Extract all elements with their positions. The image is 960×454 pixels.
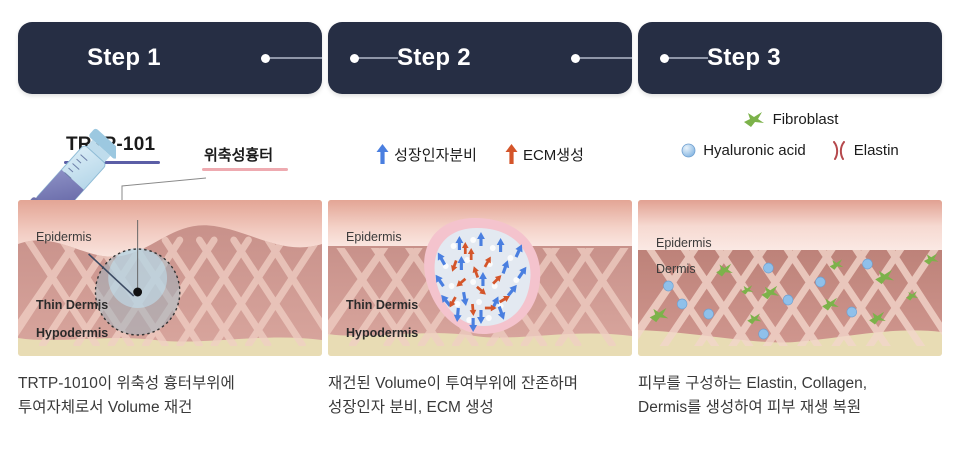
connector-dot-2-right: [571, 53, 580, 63]
connector-line-2-left: [354, 57, 398, 59]
legend-item-fibroblast: Fibroblast: [742, 110, 839, 128]
skin-label-hypodermis-2: Hypodermis: [346, 326, 419, 340]
legend-item-elastin: Elastin: [832, 141, 899, 160]
step-header-1[interactable]: Step 1: [18, 22, 322, 94]
caption-step-2: 재건된 Volume이 투여부위에 잔존하며 성장인자 분비, ECM 생성: [328, 375, 578, 417]
skin-label-epidermis-1: Epidermis: [36, 230, 92, 244]
skin-label-thin-dermis-2: Thin Dermis: [346, 298, 419, 312]
connector-dot-3-left: [660, 53, 669, 63]
step-header-2[interactable]: Step 2: [328, 22, 632, 94]
hyaluronic-circle-icon: [681, 143, 696, 158]
fibroblast-star-icon: [743, 112, 764, 127]
connector-dot-2-left: [350, 53, 359, 63]
scar-label: 위축성흉터: [204, 147, 274, 164]
step-column-3: Fibroblast Hyaluronic acid: [638, 104, 942, 444]
legend-label-hyaluronic-acid: Hyaluronic acid: [703, 142, 806, 159]
legend-item-growth-factor: 성장인자분비: [376, 144, 477, 165]
skin-label-hypodermis-1: Hypodermis: [36, 326, 109, 340]
step-header-3[interactable]: Step 3: [638, 22, 942, 94]
step-column-2: 성장인자분비 ECM생성: [328, 104, 632, 444]
step-header-label-1: Step 1: [87, 44, 161, 71]
skin-diagram-1: Epidermis Thin Dermis Hypodermis: [18, 200, 322, 356]
legend-label-elastin: Elastin: [853, 142, 899, 159]
skin-diagram-3: Epidermis Dermis: [638, 200, 942, 356]
product-label-underline: [64, 161, 160, 164]
connector-dot-1-right: [261, 53, 270, 63]
caption-step-3: 피부를 구성하는 Elastin, Collagen, Dermis를 생성하여…: [638, 375, 868, 417]
connector-line-1-right: [270, 57, 322, 59]
skin-label-epidermis-2: Epidermis: [346, 230, 402, 244]
skin-label-epidermis-3: Epidermis: [656, 236, 712, 250]
caption-step-1: TRTP-1010이 위축성 흉터부위에 투여자체로서 Volume 재건: [18, 375, 235, 417]
up-arrow-icon: [376, 144, 389, 164]
skin-label-thin-dermis-1: Thin Dermis: [36, 298, 109, 312]
skin-label-dermis-3: Dermis: [656, 262, 696, 276]
legend-label-growth-factor: 성장인자분비: [394, 146, 477, 164]
skin-diagram-2: Epidermis Thin Dermis Hypodermis: [328, 200, 632, 356]
step-header-label-2: Step 2: [397, 44, 471, 71]
step3-legend-row-2: Hyaluronic acid Elastin: [638, 141, 942, 160]
scar-leader-line: [121, 177, 207, 200]
caption-row: TRTP-1010이 위축성 흉터부위에 투여자체로서 Volume 재건 재건…: [18, 372, 942, 420]
step-header-label-3: Step 3: [707, 44, 781, 71]
step3-legend: Fibroblast Hyaluronic acid: [638, 110, 942, 176]
legend-label-ecm: ECM생성: [522, 146, 584, 164]
scar-label-underline: [202, 168, 288, 171]
legend-item-ecm: ECM생성: [505, 144, 584, 165]
step-header-row: Step 1 Step 2 Step 3: [18, 22, 942, 94]
step2-legend: 성장인자분비 ECM생성: [328, 134, 632, 174]
elastin-x-icon: [832, 141, 845, 160]
connector-line-2-right: [580, 57, 632, 59]
up-arrow-icon: [505, 144, 518, 164]
step-columns: TRTP-101 위축성흉터: [18, 104, 942, 444]
legend-item-hyaluronic-acid: Hyaluronic acid: [681, 142, 806, 159]
step3-legend-row-1: Fibroblast: [638, 110, 942, 128]
legend-label-fibroblast: Fibroblast: [772, 110, 839, 128]
step-column-1: TRTP-101 위축성흉터: [18, 104, 322, 444]
connector-line-3-left: [664, 57, 708, 59]
